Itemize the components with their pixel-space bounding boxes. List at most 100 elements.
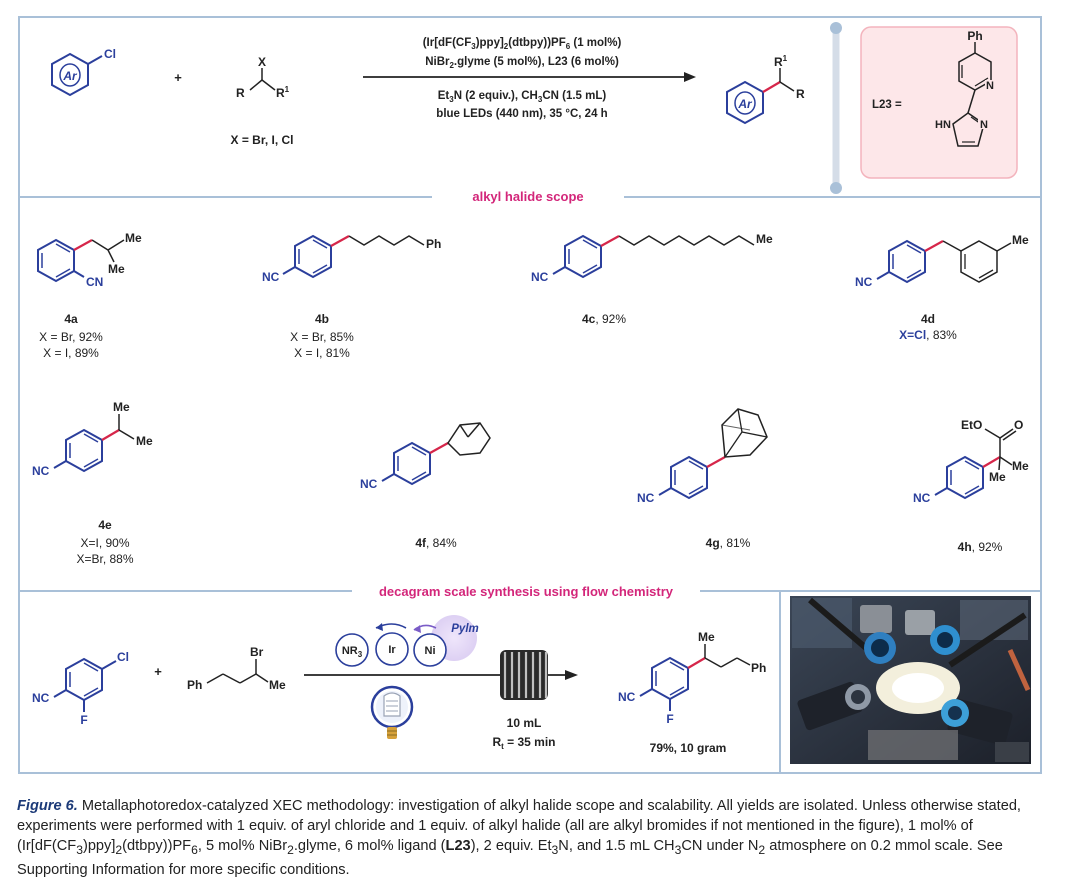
sub-me: Me (125, 231, 142, 245)
cl-label: Cl (104, 47, 116, 61)
sub-nc: NC (855, 275, 873, 289)
ni-circle (413, 633, 447, 667)
sub-me: Me (113, 400, 130, 414)
sub-me: Me (698, 630, 715, 644)
yield-line: X=I, 90% (80, 536, 129, 550)
r1-label: R1 (276, 85, 290, 100)
compound-4c: NC Me 4c, 92% (531, 232, 773, 326)
nr3-circle (335, 633, 369, 667)
reaction-arrow (363, 72, 696, 82)
ligand-n1: N (986, 80, 994, 92)
sub-nc: NC (262, 270, 280, 284)
ligand-ph: Ph (967, 29, 982, 43)
sub-o: O (1014, 418, 1023, 432)
ligand-box: L23 = Ph N N HN (860, 26, 1018, 179)
condition-line-4: blue LEDs (440 nm), 35 °C, 24 h (436, 108, 607, 120)
compound-yield: X=Cl, 83% (899, 328, 957, 342)
compound-id: 4d (921, 312, 935, 326)
ligand-hn: HN (935, 119, 951, 131)
yield-line: X = I, 89% (43, 346, 99, 360)
sub-ph: Ph (426, 237, 441, 251)
compound-4e: NC Me Me 4e X=I, 90% X=Br, 88% (32, 400, 153, 566)
flow-setup-photo (790, 596, 1031, 764)
flow-alkyl-bromide: Br Ph Me (187, 645, 286, 692)
flow-residence-time: Rt = 35 min (492, 735, 555, 751)
compound-4h: NC EtO O Me Me 4h, 92% (913, 418, 1029, 554)
flow-coil-icon (500, 650, 548, 700)
sub-ph: Ph (187, 678, 202, 692)
sub-br: Br (250, 645, 264, 659)
sub-ph: Ph (751, 661, 766, 675)
sub-nc: NC (618, 690, 636, 704)
sub-cn: CN (86, 275, 103, 289)
flow-volume: 10 mL (507, 716, 542, 730)
figure-caption: Figure 6. Metallaphotoredox-catalyzed XE… (17, 798, 1021, 878)
ligand-n2: N (980, 119, 988, 131)
scope-title: alkyl halide scope (472, 189, 583, 204)
yield-line: X = Br, 92% (39, 330, 103, 344)
sub-me: Me (1012, 233, 1029, 247)
ni-label: Ni (425, 645, 436, 657)
compound-4d: NC Me 4d X=Cl, 83% (855, 233, 1029, 342)
product-r: R (796, 87, 805, 101)
x-label: X (258, 55, 266, 69)
condition-line-1: (Ir[dF(CF3)ppy]2(dtbpy))PF6 (1 mol%) (423, 37, 622, 51)
x-note: X = Br, I, Cl (230, 133, 293, 147)
flow-aryl-chloride: Cl NC F (32, 650, 129, 727)
ir-circle (375, 632, 409, 666)
sub-me: Me (269, 678, 286, 692)
figure-frame (18, 16, 1042, 774)
sub-me: Me (989, 470, 1006, 484)
sub-nc: NC (32, 691, 50, 705)
condition-line-3: Et3N (2 equiv.), CH3CN (1.5 mL) (438, 90, 607, 104)
caption-label: Figure 6. (17, 798, 78, 814)
compound-label: 4c, 92% (582, 312, 626, 326)
flow-yield: 79%, 10 gram (650, 741, 727, 755)
catalyst-cycle: Pylm NR3 Ir Ni (335, 615, 479, 667)
compound-4g: NC 4g, 81% (637, 408, 768, 550)
yield-line: X = Br, 85% (290, 330, 354, 344)
sub-nc: NC (913, 491, 931, 505)
light-bulb-icon (370, 685, 414, 739)
sub-eto: EtO (961, 418, 982, 432)
sub-nc: NC (32, 464, 50, 478)
sub-cl: Cl (117, 650, 129, 664)
compound-id: 4a (64, 312, 78, 326)
yield-line: X = I, 81% (294, 346, 350, 360)
product-r1: R1 (774, 54, 788, 69)
compound-4b: NC Ph 4b X = Br, 85% X = I, 81% (262, 234, 441, 360)
product-ar-label: Ar (737, 97, 753, 111)
general-product: Ar R1 R (726, 54, 805, 125)
sub-nc: NC (531, 270, 549, 284)
sub-me: Me (756, 232, 773, 246)
figure-graphic: Ar Cl + X R R1 X = Br, I, Cl (Ir[dF(CF3)… (18, 16, 1042, 774)
r-label: R (236, 86, 245, 100)
compound-4f: NC 4f, 84% (360, 422, 491, 550)
sub-f: F (80, 713, 87, 727)
plus-sign: + (154, 664, 162, 679)
sub-f: F (666, 712, 673, 726)
divider-knob (830, 182, 842, 194)
flow-product: NC F Me Ph 79%, 10 gram (618, 630, 766, 755)
aryl-label: Ar (62, 69, 78, 83)
compound-4a: Me Me CN 4a X = Br, 92% X = I, 89% (37, 231, 142, 360)
compound-id: 4e (98, 518, 112, 532)
compound-label: 4f, 84% (415, 536, 457, 550)
aryl-chloride: Ar Cl (51, 47, 116, 97)
ligand-label: L23 = (872, 99, 902, 111)
compound-label: 4h, 92% (958, 540, 1003, 554)
sub-me: Me (136, 434, 153, 448)
sub-me: Me (108, 262, 125, 276)
yield-line: X=Br, 88% (76, 552, 133, 566)
divider-knob (830, 22, 842, 34)
nr3-label: NR3 (342, 645, 363, 659)
condition-line-2: NiBr2.glyme (5 mol%), L23 (6 mol%) (425, 56, 619, 70)
pylm-label: Pylm (451, 623, 479, 635)
compound-label: 4g, 81% (706, 536, 751, 550)
sub-nc: NC (360, 477, 378, 491)
sub-me: Me (1012, 459, 1029, 473)
plus-sign: + (174, 70, 182, 85)
sub-nc: NC (637, 491, 655, 505)
ir-label: Ir (388, 644, 396, 656)
compound-id: 4b (315, 312, 329, 326)
